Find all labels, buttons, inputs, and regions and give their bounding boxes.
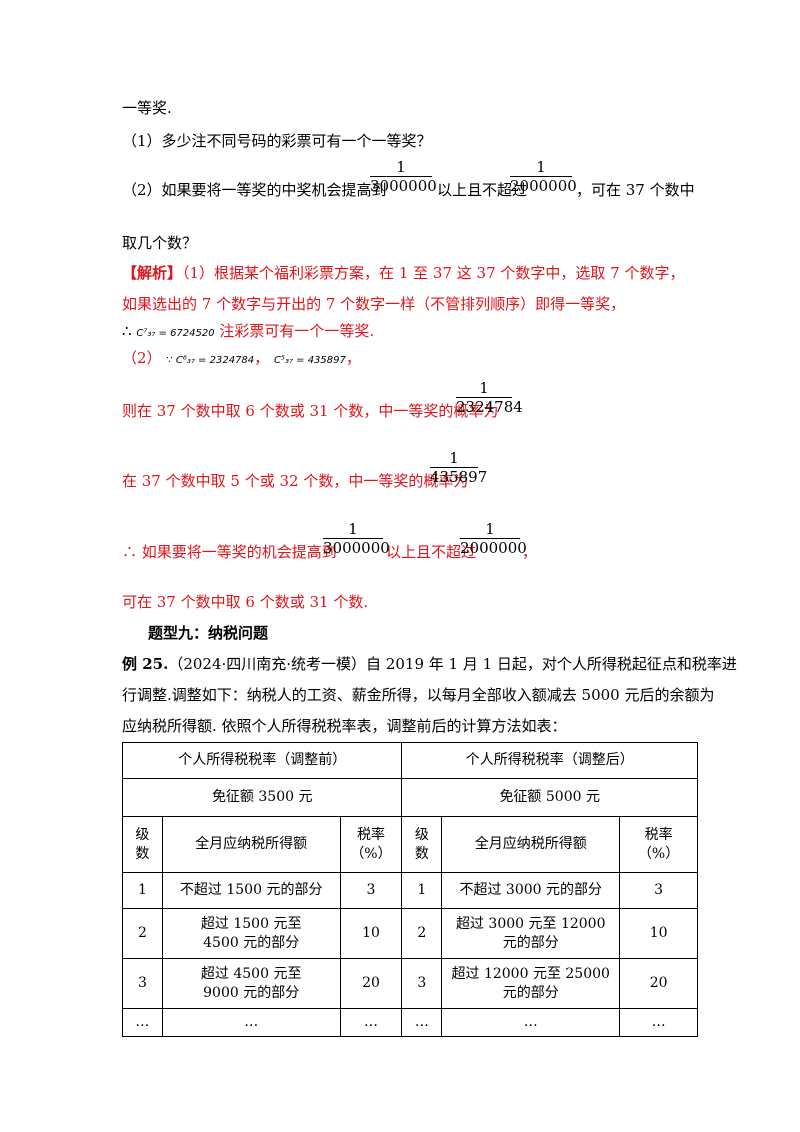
solution-line-8: 可在 37 个数中取 6 个数或 31 个数. (122, 593, 369, 611)
combination-formula-6: ∵ C⁶₃₇ = 2324784 (166, 355, 255, 366)
table-row: 3 超过 4500 元至 9000 元的部分 20 3 超过 12000 元至 … (122, 958, 698, 1009)
fraction-1-2000000-b: 1 2000000 (460, 520, 527, 557)
exempt-before: 免征额 3500 元 (121, 778, 403, 817)
solution-line-6: 在 37 个数中取 5 个或 32 个数，中一等奖的概率为 (122, 472, 469, 490)
header-after: 个人所得税税率（调整后） (401, 742, 698, 779)
question-2-part-d: 取几个数？ (122, 234, 198, 252)
solution-line-7-c: ， (522, 543, 538, 561)
fraction-denominator: 2000000 (510, 177, 577, 195)
table-exempt-row: 免征额 3500 元 免征额 5000 元 (121, 778, 698, 817)
table-row: 1 不超过 1500 元的部分 3 1 不超过 3000 元的部分 3 (122, 872, 698, 909)
col-level: 级数 (401, 816, 443, 873)
solution-line-4: （2） ∵ C⁶₃₇ = 2324784， C⁵₃₇ = 435897， (122, 349, 361, 367)
question-1: （1）多少注不同号码的彩票可有一个一等奖？ (122, 132, 432, 150)
table-row: … … … … … … (122, 1008, 698, 1037)
fraction-numerator: 1 (536, 158, 546, 176)
col-level: 级数 (122, 816, 163, 873)
example-label: 例 25. (122, 655, 169, 673)
tax-rate-table: 个人所得税税率（调整前） 个人所得税税率（调整后） 免征额 3500 元 免征额… (121, 742, 698, 1037)
fraction-1-3000000-b: 1 3000000 (323, 520, 390, 557)
col-income: 全月应纳税所得额 (161, 816, 341, 873)
fraction-1-2000000: 1 2000000 (510, 158, 577, 195)
example-line-2: 行调整.调整如下：纳税人的工资、薪金所得，以每月全部收入额减去 5000 元后的… (122, 686, 715, 704)
solution-line-2: 如果选出的 7 个数字与开出的 7 个数字一样（不管排列顺序）即得一等奖， (122, 295, 626, 313)
fraction-1-435897: 1 435897 (430, 449, 488, 486)
col-income: 全月应纳税所得额 (441, 816, 621, 873)
fraction-denominator: 3000000 (370, 177, 437, 195)
fraction-numerator: 1 (396, 158, 406, 176)
question-2-part-b: 以上且不超过 (437, 181, 528, 199)
table-column-header-row: 级数 全月应纳税所得额 税率（%） 级数 全月应纳税所得额 税率（%） (122, 816, 698, 873)
intro-line: 一等奖. (122, 99, 172, 117)
fraction-1-2324784: 1 2324784 (456, 379, 523, 416)
question-2-part-a: （2）如果要将一等奖的中奖机会提高到 (122, 181, 387, 199)
section-title: 题型九：纳税问题 (148, 624, 269, 642)
combination-formula: C⁷₃₇ = 6724520 (136, 328, 215, 339)
example-line-1: 例 25.（2024·四川南充·统考一模）自 2019 年 1 月 1 日起，对… (122, 655, 737, 673)
example-line-3: 应纳税所得额. 依照个人所得税税率表，调整前后的计算方法如表： (122, 717, 567, 735)
col-rate: 税率（%） (619, 816, 698, 873)
solution-line-7-a: ∴ 如果要将一等奖的机会提高到 (122, 543, 337, 561)
solution-tag: 【解析】 (122, 264, 183, 282)
fraction-1-3000000: 1 3000000 (370, 158, 437, 195)
solution-line-7-b: 以上且不超过 (386, 543, 477, 561)
solution-line-5: 则在 37 个数中取 6 个数或 31 个数，中一等奖的概率为 (122, 402, 499, 420)
table-row: 2 超过 1500 元至 4500 元的部分 10 2 超过 3000 元至 1… (122, 908, 698, 959)
col-rate: 税率（%） (339, 816, 403, 873)
table-header-row: 个人所得税税率（调整前） 个人所得税税率（调整后） (121, 742, 698, 779)
combination-formula-5: C⁵₃₇ = 435897 (273, 355, 346, 366)
solution-line-3: ∴ C⁷₃₇ = 6724520 注彩票可有一个一等奖. (122, 322, 375, 340)
exempt-after: 免征额 5000 元 (401, 778, 698, 817)
question-2-part-c: ，可在 37 个数中 (576, 181, 695, 199)
solution-line-1: 【解析】（1）根据某个福利彩票方案，在 1 至 37 这 37 个数字中，选取 … (122, 264, 685, 282)
header-before: 个人所得税税率（调整前） (121, 742, 403, 779)
